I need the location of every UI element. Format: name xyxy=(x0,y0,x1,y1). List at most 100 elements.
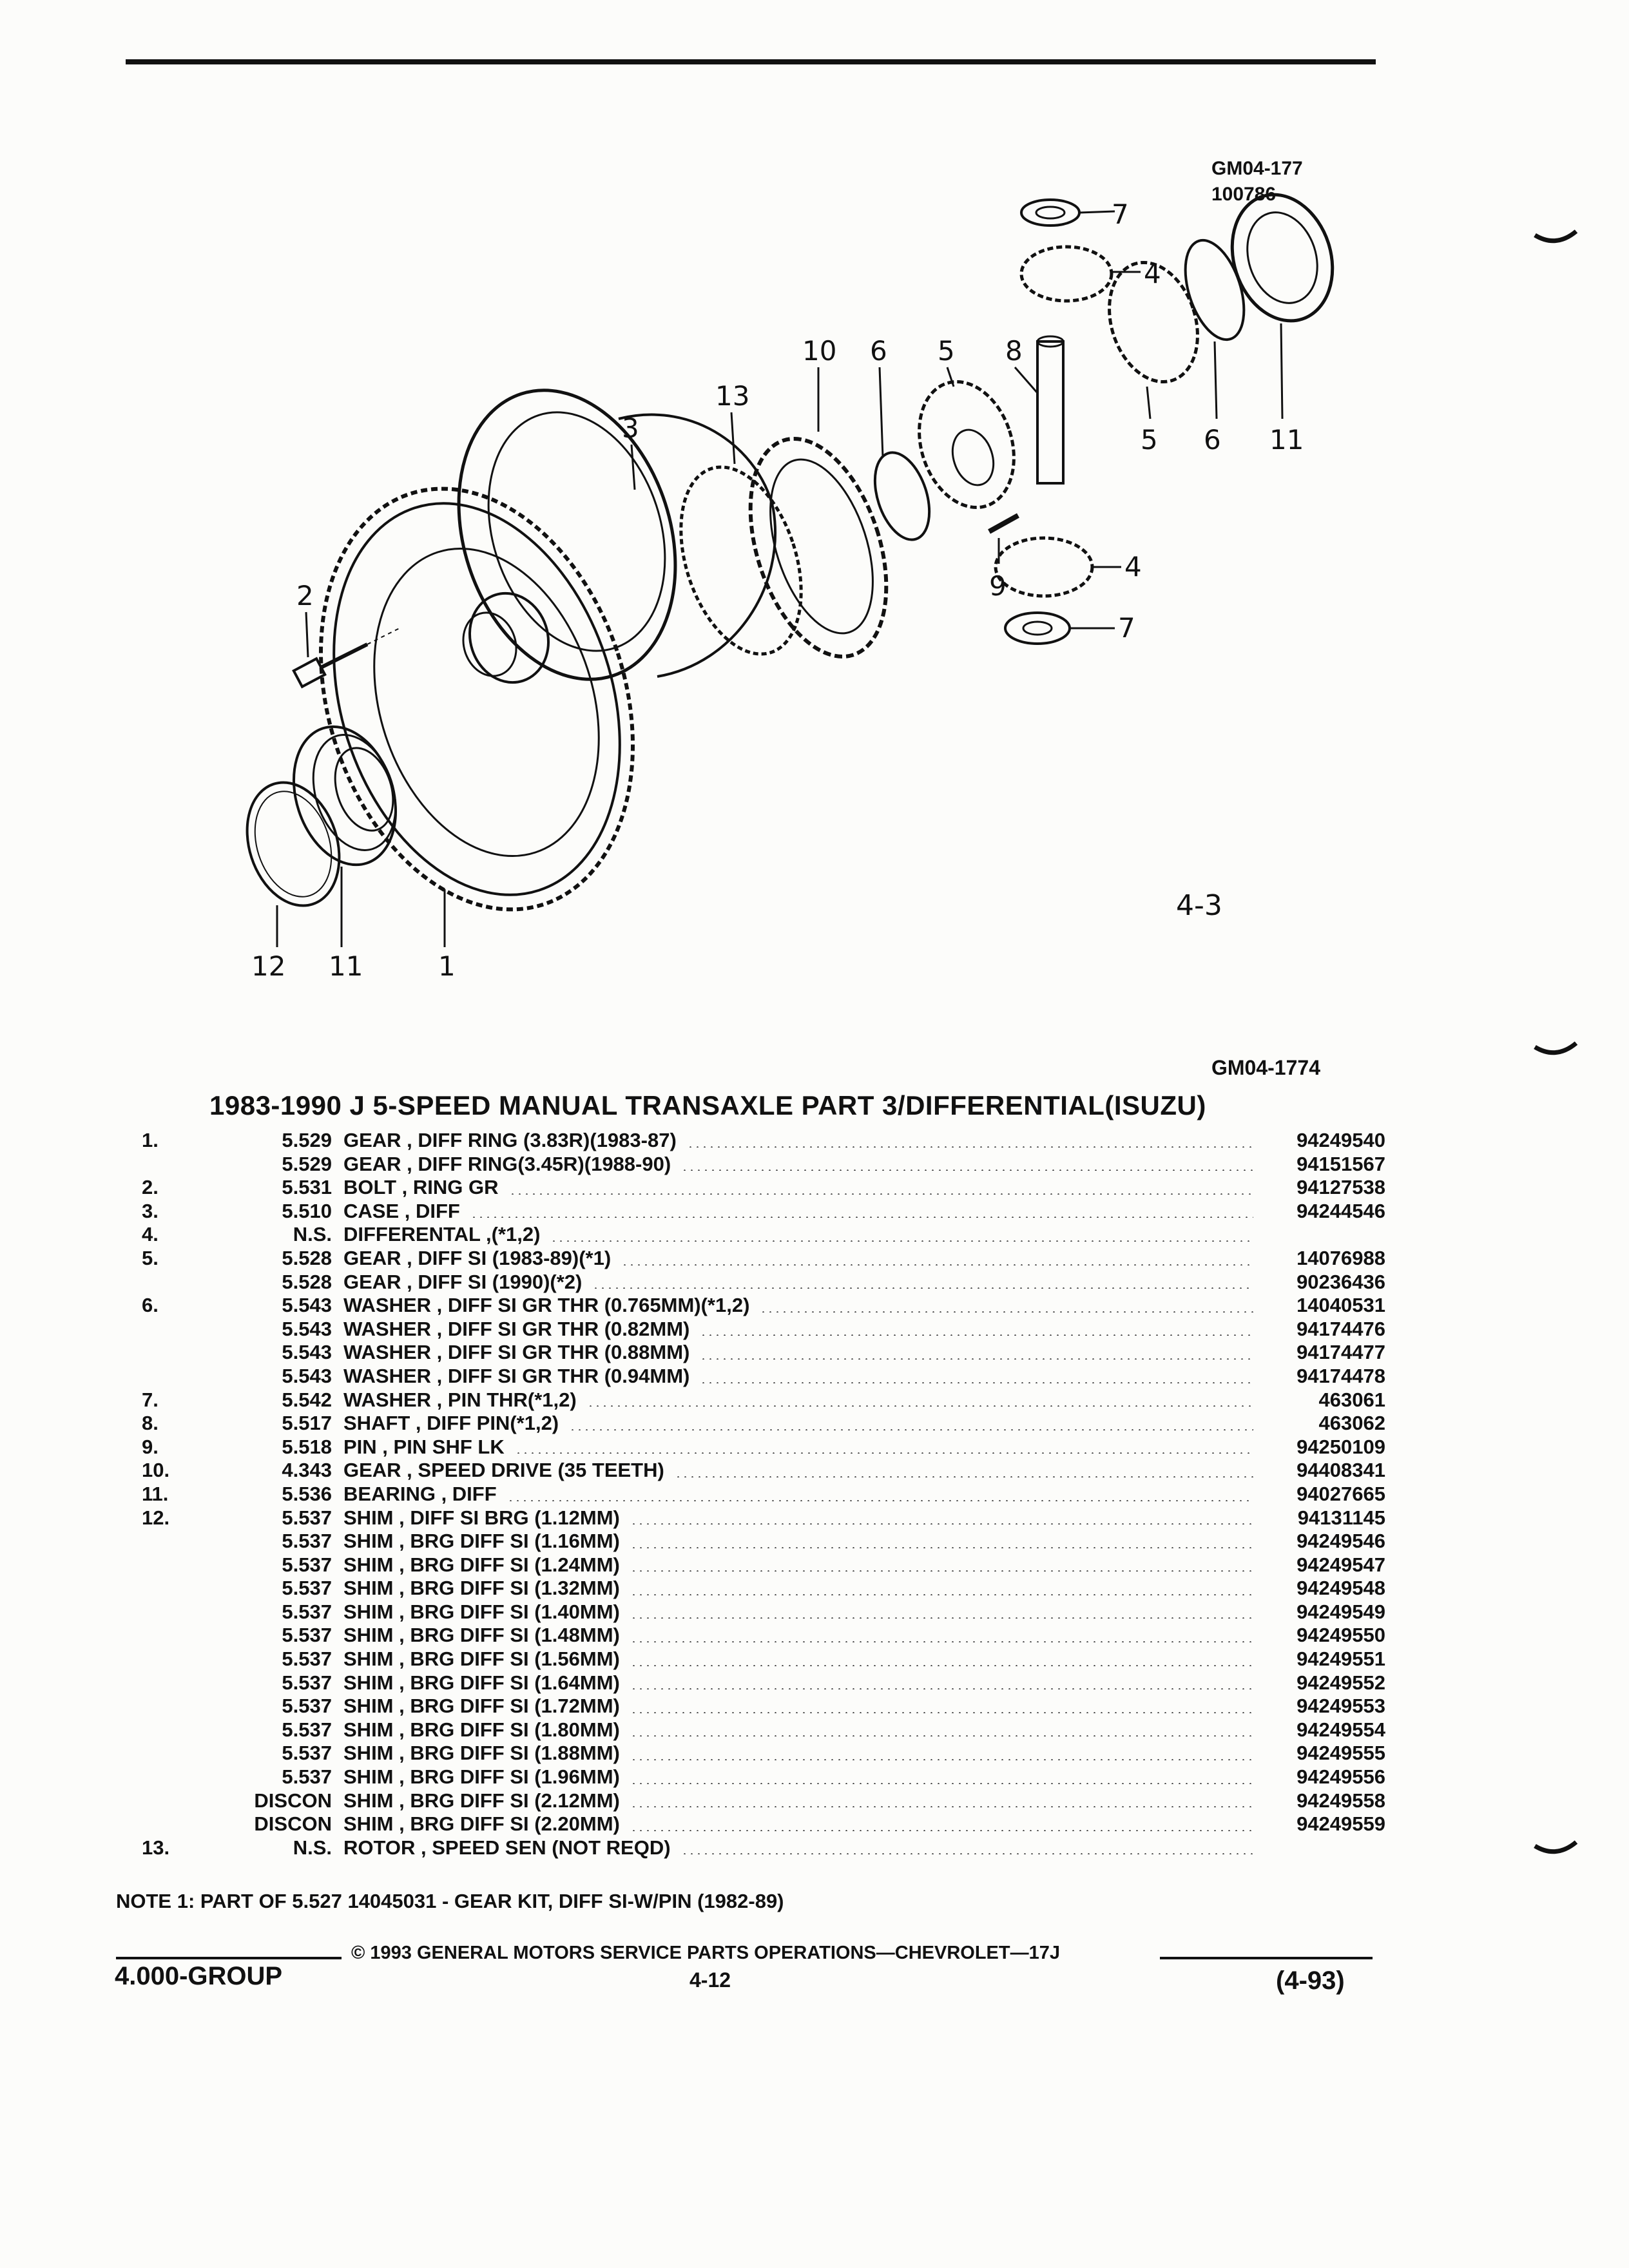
part-code: 5.543 xyxy=(282,1317,332,1340)
callout-8: 8 xyxy=(1005,335,1023,367)
bolt-2 xyxy=(292,657,327,689)
part-number: 94249540 xyxy=(1296,1129,1385,1151)
part-code: 5.537 xyxy=(282,1742,332,1765)
part-description: SHIM , BRG DIFF SI (1.56MM) xyxy=(343,1648,620,1671)
part-description: SHIM , DIFF SI BRG (1.12MM) xyxy=(343,1506,620,1529)
leader-dots xyxy=(569,1428,1253,1430)
part-description: GEAR , DIFF RING(3.45R)(1988-90) xyxy=(343,1152,671,1175)
part-description: SHIM , BRG DIFF SI (1.48MM) xyxy=(343,1624,620,1647)
callout-7-lower: 7 xyxy=(1118,612,1135,644)
part-code: 5.529 xyxy=(282,1152,332,1175)
part-description: GEAR , DIFF SI (1990)(*2) xyxy=(343,1270,583,1293)
leader-dots xyxy=(630,1759,1253,1761)
leader-dots xyxy=(630,1711,1253,1713)
shim-ring-12 xyxy=(246,781,341,907)
ring-gear-teeth xyxy=(318,486,635,912)
leader-dots xyxy=(681,1169,1253,1171)
part-code: 5.528 xyxy=(282,1270,332,1293)
item-number: 6. xyxy=(142,1294,159,1317)
leader-dots xyxy=(700,1358,1253,1360)
callout-4-upper: 4 xyxy=(1144,258,1161,289)
leader-dots xyxy=(686,1146,1253,1148)
part-description: DIFFERENTAL ,(*1,2) xyxy=(343,1223,541,1246)
part-description: SHIM , BRG DIFF SI (2.20MM) xyxy=(343,1812,620,1836)
part-number: 94249549 xyxy=(1296,1600,1385,1623)
leader-dots xyxy=(550,1240,1253,1242)
bearing-11-right xyxy=(1230,193,1335,323)
group-label: 4.000-GROUP xyxy=(115,1962,283,1990)
side-gear-5-left xyxy=(918,380,1016,510)
part-number: 14076988 xyxy=(1296,1246,1385,1269)
callout-5-right: 5 xyxy=(1141,424,1158,456)
leader-dots xyxy=(630,1829,1253,1831)
item-number: 2. xyxy=(142,1176,159,1199)
leader-dots xyxy=(630,1735,1253,1737)
diagram-ref-code: GM04-177 xyxy=(1211,158,1303,179)
part-description: SHIM , BRG DIFF SI (1.32MM) xyxy=(343,1577,620,1600)
leader-dots xyxy=(700,1381,1253,1383)
part-code: 5.537 xyxy=(282,1695,332,1718)
part-number: 94174478 xyxy=(1296,1364,1385,1387)
leader-dots xyxy=(470,1216,1253,1218)
part-number: 94250109 xyxy=(1296,1435,1385,1458)
callout-12: 12 xyxy=(251,950,286,982)
part-description: WASHER , DIFF SI GR THR (0.88MM) xyxy=(343,1341,690,1364)
page-number: 4-12 xyxy=(689,1968,731,1992)
part-code: 4.343 xyxy=(282,1459,332,1482)
figure-id: GM04-1774 xyxy=(1211,1056,1320,1079)
part-description: WASHER , DIFF SI GR THR (0.765MM)(*1,2) xyxy=(343,1294,750,1317)
pinion-shaft-8 xyxy=(1036,340,1065,485)
part-code: DISCON xyxy=(254,1812,332,1836)
thrust-washer-7-upper xyxy=(1020,198,1081,227)
part-number: 94249558 xyxy=(1296,1789,1385,1812)
washer-6-left xyxy=(873,451,931,541)
part-code: 5.537 xyxy=(282,1530,332,1553)
part-code: 5.537 xyxy=(282,1577,332,1600)
part-number: 94174477 xyxy=(1296,1341,1385,1364)
edge-mark-2 xyxy=(1534,1041,1578,1055)
edge-mark-3 xyxy=(1534,1840,1578,1854)
part-code: 5.537 xyxy=(282,1506,332,1529)
leader-dots xyxy=(506,1499,1253,1501)
item-number: 5. xyxy=(142,1246,159,1269)
figure-label: 4-3 xyxy=(1176,889,1222,922)
differential-drawing xyxy=(246,193,1335,947)
part-code: 5.510 xyxy=(282,1199,332,1222)
part-number: 94027665 xyxy=(1296,1482,1385,1505)
item-number: 10. xyxy=(142,1459,170,1482)
part-code: 5.528 xyxy=(282,1246,332,1269)
part-number: 94244546 xyxy=(1296,1199,1385,1222)
part-code: 5.537 xyxy=(282,1553,332,1576)
callout-3: 3 xyxy=(622,412,639,444)
part-description: SHIM , BRG DIFF SI (1.24MM) xyxy=(343,1553,620,1576)
part-number: 94131145 xyxy=(1297,1506,1385,1529)
part-description: BEARING , DIFF xyxy=(343,1482,497,1505)
part-description: GEAR , DIFF RING (3.83R)(1983-87) xyxy=(343,1129,677,1151)
part-code: 5.537 xyxy=(282,1765,332,1789)
callout-13: 13 xyxy=(715,380,750,412)
callout-7-upper: 7 xyxy=(1112,198,1129,230)
part-code: 5.537 xyxy=(282,1600,332,1623)
part-code: 5.543 xyxy=(282,1294,332,1317)
part-description: ROTOR , SPEED SEN (NOT REQD) xyxy=(343,1836,671,1859)
part-number: 94408341 xyxy=(1296,1459,1385,1482)
part-number: 94249546 xyxy=(1296,1530,1385,1553)
part-code: 5.529 xyxy=(282,1129,332,1151)
part-description: WASHER , DIFF SI GR THR (0.82MM) xyxy=(343,1317,690,1340)
part-code: 5.543 xyxy=(282,1364,332,1387)
thrust-washer-7-lower xyxy=(1004,611,1071,645)
callout-2: 2 xyxy=(296,580,314,611)
part-code: 5.537 xyxy=(282,1718,332,1741)
part-description: SHIM , BRG DIFF SI (2.12MM) xyxy=(343,1789,620,1812)
leader-dots xyxy=(630,1570,1253,1572)
callout-6-right: 6 xyxy=(1204,424,1221,456)
copyright: © 1993 GENERAL MOTORS SERVICE PARTS OPER… xyxy=(351,1943,1060,1963)
